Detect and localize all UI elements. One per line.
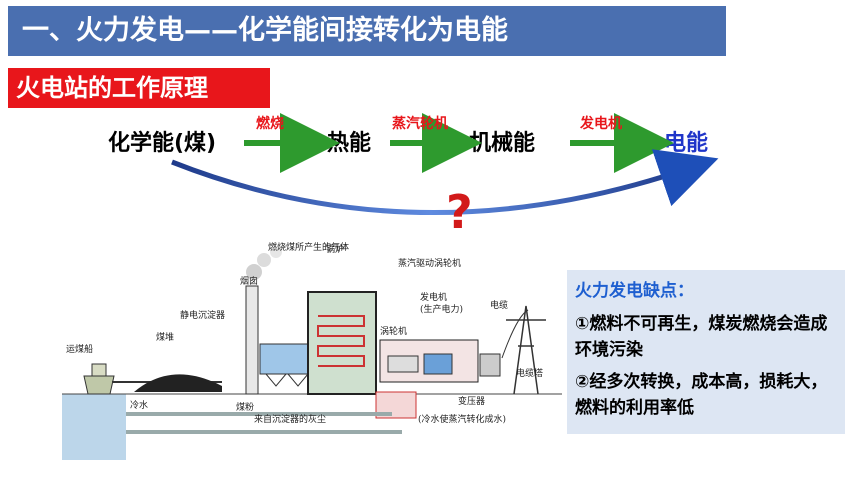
label-coal-ship: 运煤船 [66,343,93,355]
drawbacks-box: 火力发电缺点： ①燃料不可再生，煤炭燃烧会造成环境污染 ②经多次转换，成本高，损… [567,270,845,434]
precipitator [259,343,311,375]
label-coal-pile: 煤堆 [156,331,174,343]
river [62,394,126,460]
label-boiler: 锅炉 [326,243,344,255]
transformer [479,353,501,377]
label-gas: 燃烧煤所产生的气体 [268,241,349,253]
stage-electric-energy: 电能 [664,130,708,156]
label-transformer: 变压器 [458,395,485,407]
turbine [387,355,419,373]
question-mark: ? [446,185,473,239]
chimney [245,285,259,395]
stage-heat-energy: 热能 [327,130,371,156]
boiler [307,291,377,395]
coal-pile [134,374,222,392]
drawback-item: ②经多次转换，成本高，损耗大，燃料的利用率低 [575,372,828,418]
power-plant-illustration: 烟囱 燃烧煤所产生的气体 锅炉 蒸汽驱动涡轮机 发电机 (生产电力) 涡轮机 静… [62,241,562,460]
step-label-turbine: 蒸汽轮机 [392,115,448,132]
drawbacks-title: 火力发电缺点： [575,281,694,301]
step-label-combustion: 燃烧 [256,115,284,132]
drawback-item: ①燃料不可再生，煤炭燃烧会造成环境污染 [575,314,828,360]
stage-mechanical-energy: 机械能 [469,130,535,156]
label-tower: 电缆塔 [516,367,543,379]
label-turbine: 涡轮机 [380,325,407,337]
page-title: 一、火力发电——化学能间接转化为电能 [8,6,726,56]
stage-chemical-energy: 化学能(煤) [108,130,216,156]
power-tower [506,305,546,395]
label-power-line: 电缆 [490,299,508,311]
label-turbine-drive: 蒸汽驱动涡轮机 [398,257,461,269]
coal-ship [83,375,115,395]
section-tag: 火电站的工作原理 [8,68,270,108]
label-cold-water: 冷水 [130,399,148,411]
step-label-generator: 发电机 [579,115,622,132]
generator [423,353,453,375]
label-generator-note: (生产电力) [420,303,463,315]
indirect-conversion-curve [171,149,719,215]
label-chimney: 烟囱 [240,275,258,287]
label-generator: 发电机 [420,291,447,303]
label-coal-powder: 煤粉 [236,401,254,413]
label-ash: 来自沉淀器的灰尘 [254,413,326,425]
label-precipitator: 静电沉淀器 [180,309,225,321]
label-condense: (冷水使蒸汽转化成水) [418,413,506,425]
